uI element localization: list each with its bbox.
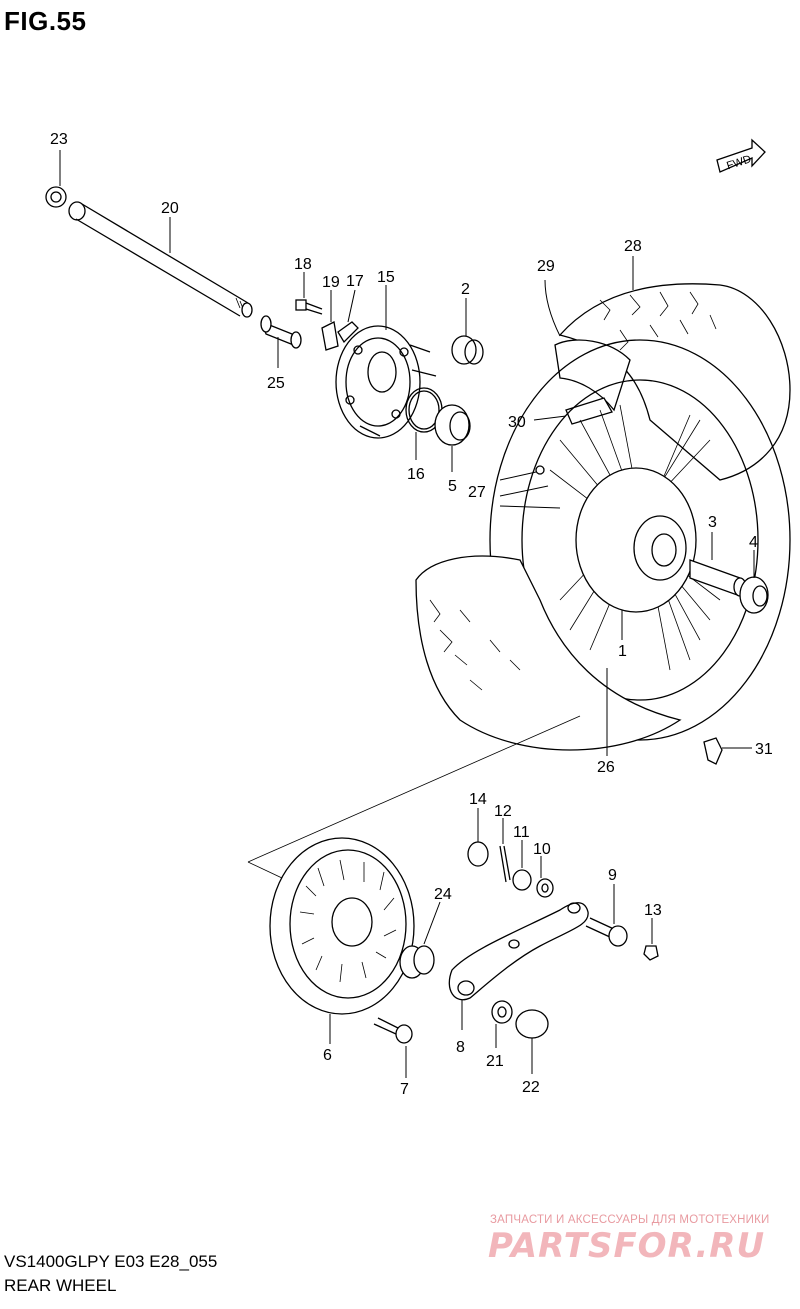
part-3-wheel-hub[interactable] [575, 467, 747, 613]
callout-12: 12 [494, 803, 512, 820]
part-28-tire-upper[interactable] [558, 256, 791, 481]
part-26-wheel-rim[interactable] [415, 339, 791, 756]
callout-labels: 23 20 18 19 17 15 2 25 16 5 29 28 30 27 … [50, 131, 773, 1098]
part-15-hub-drum[interactable] [335, 285, 437, 439]
callout-26: 26 [597, 759, 615, 776]
callout-16: 16 [407, 466, 425, 483]
part-21-nut[interactable] [491, 1000, 513, 1048]
part-18-bolt[interactable] [295, 272, 323, 315]
part-17-torque-plate[interactable] [337, 289, 359, 344]
callout-27: 27 [468, 484, 486, 501]
callout-10: 10 [533, 841, 551, 858]
part-5-bearing[interactable] [434, 404, 471, 472]
part-20-axle[interactable] [68, 201, 253, 318]
callout-19: 19 [322, 274, 340, 291]
callout-29: 29 [537, 258, 555, 275]
part-9-bolt[interactable] [585, 884, 628, 947]
callout-18: 18 [294, 256, 312, 273]
part-2-bearing[interactable] [451, 298, 484, 365]
callout-8: 8 [456, 1039, 465, 1056]
callout-30: 30 [508, 414, 526, 431]
footer-figure-name: REAR WHEEL [4, 1276, 117, 1295]
callout-13: 13 [644, 902, 662, 919]
callout-2: 2 [461, 281, 470, 298]
callout-25: 25 [267, 375, 285, 392]
callout-7: 7 [400, 1081, 409, 1098]
part-29-tube[interactable] [544, 279, 631, 412]
part-19-lock-washer[interactable] [321, 290, 339, 351]
callout-9: 9 [608, 867, 617, 884]
callout-14: 14 [469, 791, 487, 808]
callout-20: 20 [161, 200, 179, 217]
callout-5: 5 [448, 478, 457, 495]
part-8-torque-arm[interactable] [448, 902, 589, 1030]
part-10-washer[interactable] [536, 856, 554, 898]
watermark-logo: PARTSFOR.RU [488, 1226, 766, 1266]
callout-24: 24 [434, 886, 452, 903]
callout-31: 31 [755, 741, 773, 758]
callout-11: 11 [513, 824, 530, 841]
watermark-tagline: ЗАПЧАСТИ И АКСЕССУАРЫ ДЛЯ МОТОТЕХНИКИ [490, 1214, 770, 1226]
part-27-valve[interactable] [499, 465, 561, 509]
part-13-cap[interactable] [643, 918, 659, 961]
callout-4: 4 [749, 534, 758, 551]
callout-23: 23 [50, 131, 68, 148]
reference-frame [247, 715, 581, 879]
callout-1: 1 [618, 643, 627, 660]
callout-15: 15 [377, 269, 395, 286]
footer-model-code: VS1400GLPY E03 E28_055 [4, 1252, 218, 1271]
part-30-rim-band[interactable] [533, 397, 613, 425]
part-25-spacer[interactable] [260, 315, 302, 368]
callout-22: 22 [522, 1079, 540, 1096]
fwd-arrow-icon: FWD [716, 138, 766, 173]
part-11-nut[interactable] [512, 840, 532, 891]
callout-17: 17 [346, 273, 364, 290]
part-12-cotter-pin[interactable] [499, 818, 511, 883]
part-31-clip[interactable] [703, 737, 752, 765]
part-24-spacer[interactable] [399, 901, 441, 979]
callout-6: 6 [323, 1047, 332, 1064]
part-7-bolt[interactable] [373, 1017, 413, 1078]
part-6-brake-disc[interactable] [269, 837, 415, 1044]
callout-21: 21 [486, 1053, 504, 1070]
part-14-nut[interactable] [467, 808, 489, 867]
callout-28: 28 [624, 238, 642, 255]
part-22-cap[interactable] [515, 1009, 549, 1074]
part-4-bearing[interactable] [739, 550, 769, 614]
callout-3: 3 [708, 514, 717, 531]
figure-title: FIG.55 [4, 6, 87, 36]
part-23-nut[interactable] [45, 150, 67, 208]
